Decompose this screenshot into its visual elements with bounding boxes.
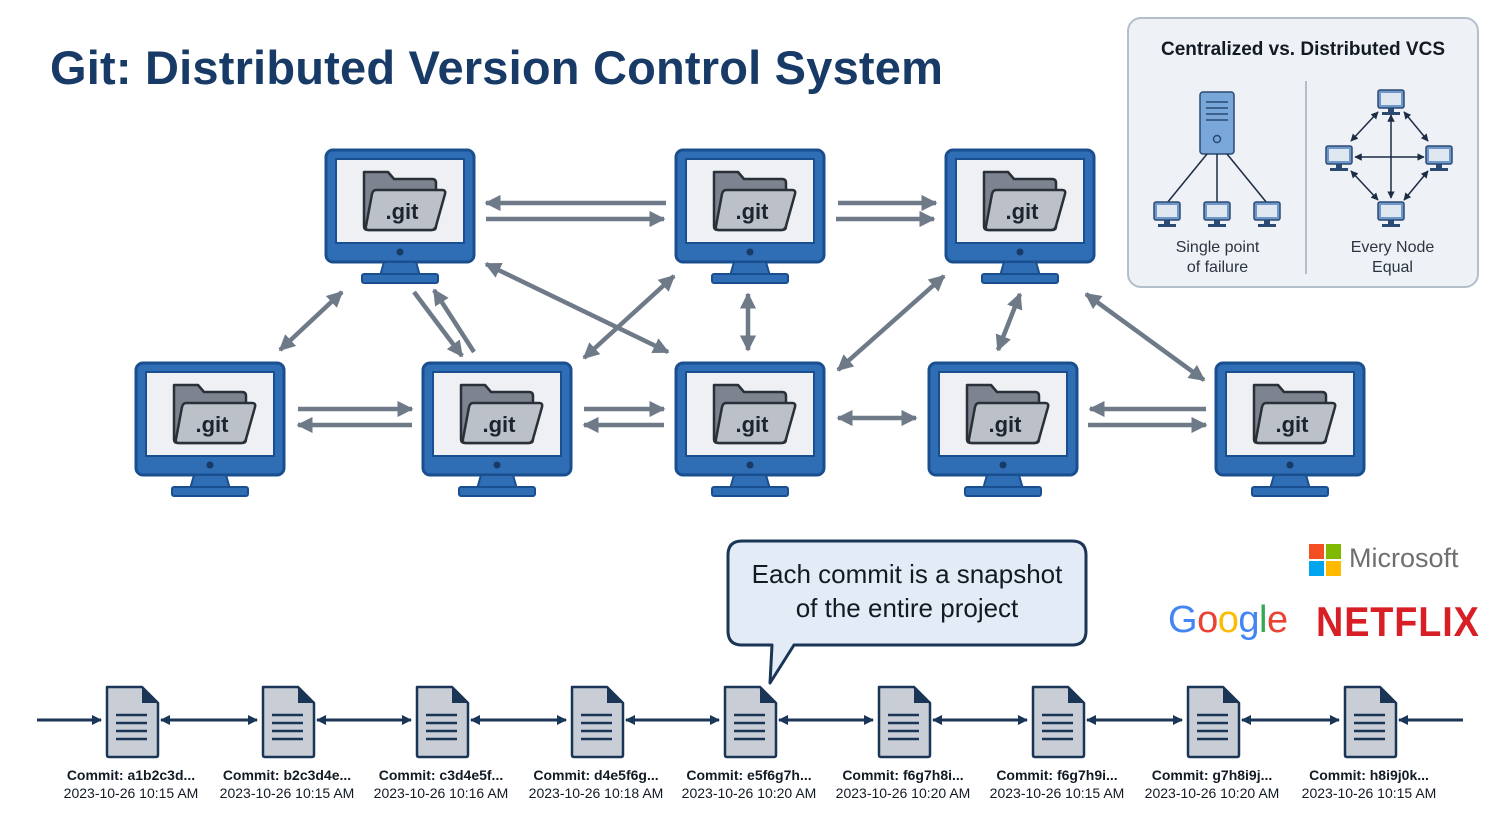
mini-monitor-icon xyxy=(1325,145,1353,171)
commit-timestamp: 2023-10-26 10:16 AM xyxy=(373,785,509,801)
google-letter: g xyxy=(1238,599,1259,641)
computer-node: .git xyxy=(324,148,476,300)
callout-line1: Each commit is a snapshot xyxy=(751,559,1063,589)
sync-arrow xyxy=(278,290,344,352)
sync-arrow xyxy=(432,288,476,354)
commit-document-icon xyxy=(876,684,936,760)
google-logo: Google xyxy=(1168,599,1288,642)
git-repo-label: .git xyxy=(735,412,769,437)
mini-monitor-icon xyxy=(1253,201,1281,227)
mini-monitor-icon xyxy=(1377,89,1405,115)
sync-arrow xyxy=(412,290,464,358)
microsoft-squares-icon xyxy=(1309,544,1341,576)
commit-document-icon xyxy=(569,684,629,760)
commit-document-icon xyxy=(260,684,320,760)
commit-id: Commit: h8i9j0k... xyxy=(1309,767,1429,783)
commit-timestamp: 2023-10-26 10:15 AM xyxy=(989,785,1125,801)
commit-id: Commit: a1b2c3d... xyxy=(66,767,196,783)
distributed-caption: Every Node Equal xyxy=(1324,238,1461,278)
git-repo-label: .git xyxy=(1005,199,1039,224)
computer-node: .git xyxy=(421,361,573,513)
distributed-caption-line1: Every Node xyxy=(1350,239,1435,256)
centralized-caption: Single point of failure xyxy=(1149,238,1286,278)
commit-timestamp: 2023-10-26 10:15 AM xyxy=(219,785,355,801)
commit-id: Commit: d4e5f6g... xyxy=(533,767,659,783)
monitor-icon xyxy=(1214,361,1366,497)
google-letter: o xyxy=(1197,599,1218,641)
commit-id: Commit: f6g7h8i... xyxy=(842,767,964,783)
monitor-icon xyxy=(927,361,1079,497)
computer-node: .git xyxy=(674,148,826,300)
computer-node: .git xyxy=(674,361,826,513)
comparison-title: Centralized vs. Distributed VCS xyxy=(1160,39,1445,60)
git-repo-label: .git xyxy=(988,412,1022,437)
google-letter: e xyxy=(1266,599,1288,641)
monitor-icon xyxy=(324,148,476,284)
mini-monitor-icon xyxy=(1377,201,1405,227)
sync-arrow xyxy=(836,274,946,372)
google-letter: l xyxy=(1258,599,1267,641)
sync-arrow xyxy=(582,274,676,360)
commit-id: Commit: c3d4e5f... xyxy=(378,767,504,783)
comparison-graphic xyxy=(1153,81,1453,274)
microsoft-logo: Microsoft xyxy=(1309,543,1469,577)
computer-node: .git xyxy=(1214,361,1366,513)
commit-document-icon xyxy=(1185,684,1245,760)
mini-monitor-icon xyxy=(1153,201,1181,227)
vcs-comparison-panel: Centralized vs. Distributed VCS Single p… xyxy=(1127,17,1479,288)
distributed-caption-line2: Equal xyxy=(1372,259,1413,276)
commit-timestamp: 2023-10-26 10:15 AM xyxy=(63,785,199,801)
monitor-icon xyxy=(421,361,573,497)
git-repo-label: .git xyxy=(1275,412,1309,437)
diagram-title: Git: Distributed Version Control System xyxy=(50,41,944,94)
computer-node: .git xyxy=(927,361,1079,513)
commit-document-icon xyxy=(414,684,474,760)
git-repo-label: .git xyxy=(482,412,516,437)
commit-id: Commit: f6g7h9i... xyxy=(996,767,1118,783)
git-repo-label: .git xyxy=(735,199,769,224)
monitor-icon xyxy=(674,148,826,284)
peer-arrow xyxy=(1403,170,1429,201)
centralized-caption-line2: of failure xyxy=(1186,259,1249,276)
monitor-icon xyxy=(944,148,1096,284)
mini-monitor-icon xyxy=(1425,145,1453,171)
centralized-caption-line1: Single point xyxy=(1175,239,1260,256)
commit-id: Commit: b2c3d4e... xyxy=(222,767,352,783)
callout-line2: of the entire project xyxy=(795,593,1019,623)
commit-id: Commit: g7h8i9j... xyxy=(1151,767,1273,783)
computer-node: .git xyxy=(134,361,286,513)
monitor-icon xyxy=(674,361,826,497)
peer-arrow xyxy=(1403,111,1429,142)
commit-document-icon xyxy=(1030,684,1090,760)
computer-node: .git xyxy=(944,148,1096,300)
commit-document-icon xyxy=(1342,684,1402,760)
netflix-logo: NETFLIX xyxy=(1316,598,1480,645)
sync-arrow xyxy=(995,292,1023,352)
commit-timestamp: 2023-10-26 10:20 AM xyxy=(1144,785,1280,801)
commit-document-icon xyxy=(104,684,164,760)
snapshot-callout: Each commit is a snapshot of the entire … xyxy=(726,539,1088,685)
git-repo-label: .git xyxy=(195,412,229,437)
sync-arrow xyxy=(1084,292,1206,382)
commit-timestamp: 2023-10-26 10:20 AM xyxy=(835,785,971,801)
google-letter: o xyxy=(1217,599,1239,641)
commit-id: Commit: e5f6g7h... xyxy=(686,767,812,783)
commit-timestamp: 2023-10-26 10:20 AM xyxy=(681,785,817,801)
git-repo-label: .git xyxy=(385,199,419,224)
peer-arrow xyxy=(1350,170,1379,201)
google-letter: G xyxy=(1168,599,1198,641)
commit-document-icon xyxy=(722,684,782,760)
commit-timestamp: 2023-10-26 10:18 AM xyxy=(528,785,664,801)
commit-timestamp: 2023-10-26 10:15 AM xyxy=(1301,785,1437,801)
mini-monitor-icon xyxy=(1203,201,1231,227)
monitor-icon xyxy=(134,361,286,497)
microsoft-wordmark: Microsoft xyxy=(1349,543,1459,573)
peer-arrow xyxy=(1350,111,1379,142)
